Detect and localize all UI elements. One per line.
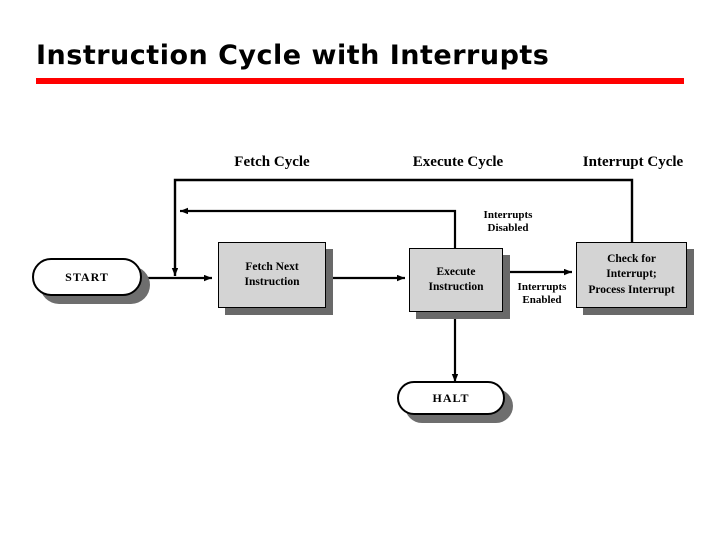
edge-note-enabled-line1: Interrupts <box>517 281 567 293</box>
edge-note-disabled-line2: Disabled <box>487 222 529 235</box>
process-box-fetch-text: Fetch Next Instruction <box>245 260 300 290</box>
connector-interrupt-to-fetch-loop <box>173 178 634 272</box>
terminator-halt[interactable]: HALT <box>397 381 505 415</box>
process-box-execute-text: Execute Instruction <box>429 265 484 295</box>
process-box-interrupt-text: Check for Interrupt; Process Interrupt <box>588 252 674 298</box>
process-box-execute-line2: Instruction <box>428 281 484 293</box>
title-underline-rule <box>36 78 684 84</box>
process-box-interrupt-line2: Interrupt; <box>606 268 657 281</box>
edge-note-interrupts-disabled: Interrupts Disabled <box>452 209 564 235</box>
page-title: Instruction Cycle with Interrupts <box>36 40 550 71</box>
cycle-header-execute: Execute Cycle <box>412 154 504 170</box>
edge-note-disabled-line1: Interrupts <box>483 209 533 221</box>
cycle-header-fetch: Fetch Cycle <box>234 154 310 170</box>
process-box-interrupt-line3: Process Interrupt <box>588 283 675 296</box>
process-box-interrupt-line1: Check for <box>607 253 656 266</box>
process-box-execute-line1: Execute <box>436 265 476 278</box>
terminator-start-label: START <box>65 269 109 284</box>
process-box-fetch-line2: Instruction <box>244 276 300 288</box>
edge-note-interrupts-enabled: Interrupts Enabled <box>506 281 578 307</box>
cycle-header-interrupt: Interrupt Cycle <box>582 154 684 170</box>
connector-execute-to-fetch-loop <box>186 209 457 248</box>
edge-note-enabled-line2: Enabled <box>522 294 562 307</box>
process-box-fetch-next-instruction[interactable]: Fetch Next Instruction <box>218 242 326 308</box>
process-box-check-for-interrupt[interactable]: Check for Interrupt; Process Interrupt <box>576 242 687 308</box>
terminator-start[interactable]: START <box>32 258 142 296</box>
terminator-halt-label: HALT <box>432 390 470 405</box>
process-box-execute-instruction[interactable]: Execute Instruction <box>409 248 503 312</box>
process-box-fetch-line1: Fetch Next <box>245 260 299 273</box>
